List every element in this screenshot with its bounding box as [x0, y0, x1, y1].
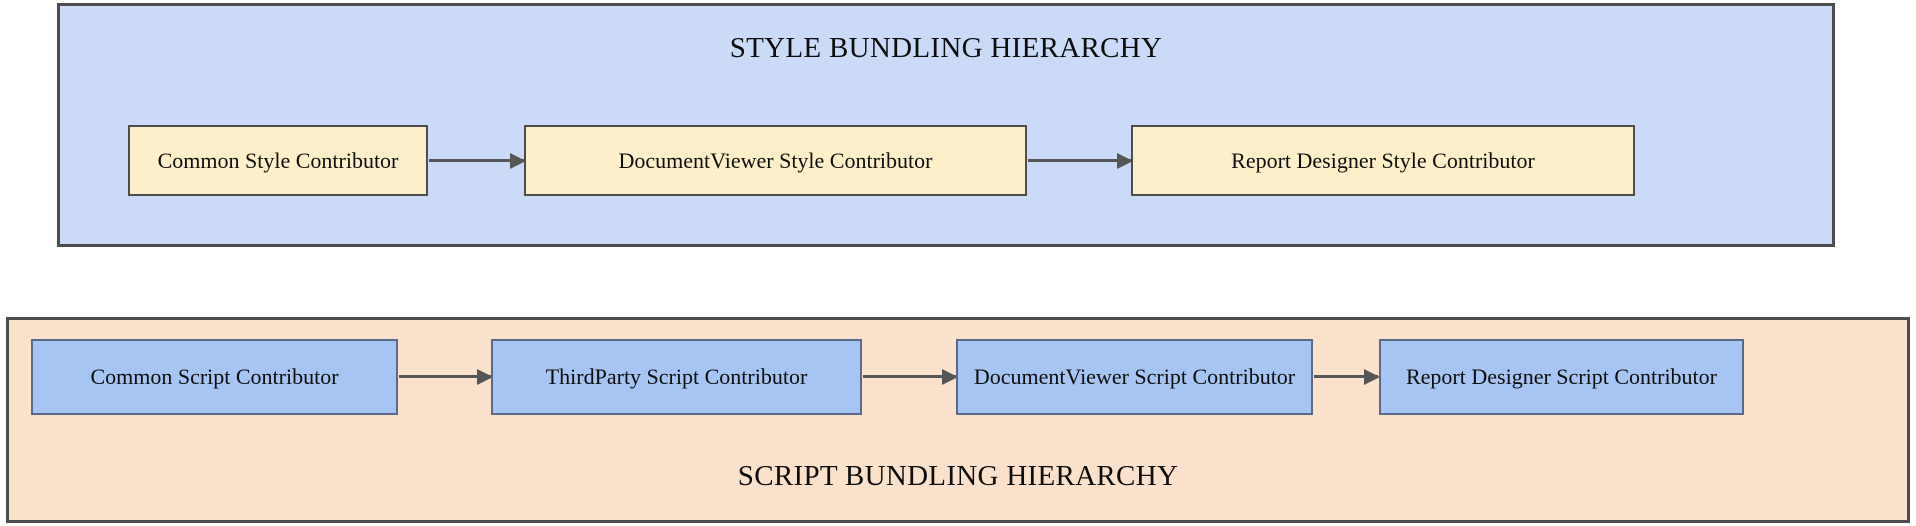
- edge-documentviewer-to-report-designer-style-arrow: [1028, 159, 1131, 162]
- cluster-script-bundling-hierarchy: SCRIPT BUNDLING HIERARCHY Common Script …: [6, 317, 1910, 523]
- edge-common-to-thirdparty-script-arrow: [399, 375, 491, 378]
- cluster-script-title: SCRIPT BUNDLING HIERARCHY: [737, 460, 1179, 492]
- cluster-style-title: STYLE BUNDLING HIERARCHY: [729, 32, 1163, 64]
- node-report-designer-script-contributor[interactable]: Report Designer Script Contributor: [1379, 339, 1744, 415]
- node-documentviewer-style-contributor[interactable]: DocumentViewer Style Contributor: [524, 125, 1027, 196]
- node-thirdparty-script-contributor[interactable]: ThirdParty Script Contributor: [491, 339, 862, 415]
- edge-common-to-documentviewer-style-arrow: [429, 159, 524, 162]
- node-report-designer-style-contributor[interactable]: Report Designer Style Contributor: [1131, 125, 1635, 196]
- edge-documentviewer-to-report-designer-script-arrow: [1314, 375, 1378, 378]
- node-common-script-contributor[interactable]: Common Script Contributor: [31, 339, 398, 415]
- node-common-style-contributor[interactable]: Common Style Contributor: [128, 125, 428, 196]
- node-documentviewer-script-contributor[interactable]: DocumentViewer Script Contributor: [956, 339, 1313, 415]
- cluster-style-bundling-hierarchy: STYLE BUNDLING HIERARCHY Common Style Co…: [57, 3, 1835, 247]
- edge-thirdparty-to-documentviewer-script-arrow: [863, 375, 956, 378]
